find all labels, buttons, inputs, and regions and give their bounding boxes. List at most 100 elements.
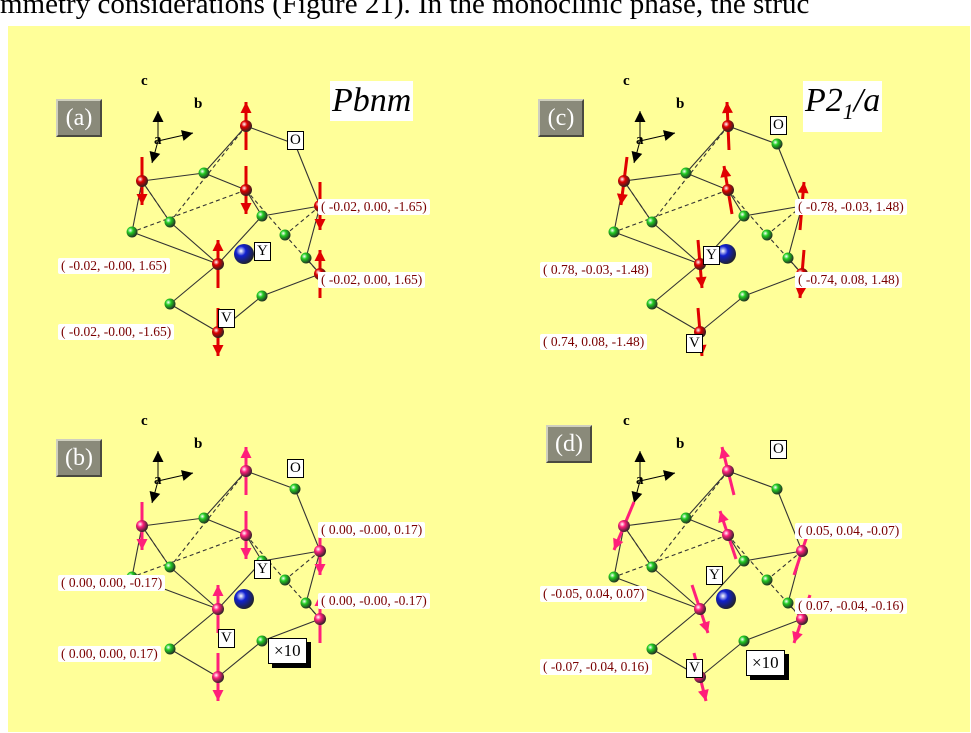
panel-tag-b: (b)	[56, 439, 102, 477]
oxygen-atom	[164, 298, 176, 310]
oxygen-atom	[646, 643, 658, 655]
oxygen-atom	[738, 210, 750, 222]
v-o-bond	[141, 517, 205, 527]
oxygen-atom	[680, 167, 692, 179]
magnetic-moment-arrow-head	[136, 194, 148, 205]
v-o-bond	[203, 517, 247, 536]
yttrium-atom	[716, 244, 736, 264]
a-axis-arrow-head	[631, 490, 643, 503]
magnetic-moment-arrow-head	[240, 447, 252, 458]
oxygen-atom	[608, 571, 620, 583]
magnetic-moment-arrow-head	[212, 690, 224, 701]
vanadium-atom	[314, 545, 326, 557]
oxygen-atom	[198, 512, 210, 524]
v-o-bond	[623, 172, 687, 182]
oxygen-atom	[198, 167, 210, 179]
v-o-bond	[284, 205, 321, 236]
oxygen-atom	[738, 635, 750, 647]
v-o-bond	[743, 618, 803, 642]
v-o-bond	[131, 231, 219, 265]
oxygen-atom	[164, 216, 176, 228]
axis-a-label: a	[154, 472, 162, 488]
scale-factor-badge: ×10	[746, 650, 785, 676]
panel-tag-d: (d)	[546, 425, 592, 463]
yttrium-atom	[716, 589, 736, 609]
v-o-bond	[141, 172, 205, 182]
v-o-bond	[203, 125, 247, 174]
v-o-bond	[613, 189, 729, 233]
yttrium-label: Y	[254, 560, 271, 579]
vanadium-label: V	[218, 309, 235, 328]
oxygen-atom	[646, 216, 658, 228]
oxygen-atom	[279, 229, 291, 241]
a-axis-arrow-head	[631, 150, 643, 163]
vector-label-2: ( -0.05, 0.04, 0.07)	[540, 586, 648, 602]
oxygen-atom	[646, 561, 658, 573]
oxygen-atom	[646, 298, 658, 310]
crystal-structure-a	[126, 102, 326, 356]
oxygen-atom	[738, 555, 750, 567]
vanadium-atom	[694, 603, 706, 615]
axis-c-label: c	[141, 73, 148, 89]
v-o-bond	[727, 125, 778, 145]
v-o-bond	[169, 648, 219, 678]
magnetic-moment-arrow-head	[314, 250, 326, 261]
oxygen-atom	[300, 252, 312, 264]
magnetic-moment-arrow-head	[792, 630, 803, 643]
v-o-bond	[261, 550, 321, 562]
v-o-bond	[623, 525, 653, 568]
vector-label-2: ( 0.78, -0.03, -1.48)	[540, 262, 652, 278]
v-o-bond	[131, 534, 247, 578]
crystal-structure-b	[126, 447, 326, 701]
v-o-bond	[169, 303, 219, 333]
b-axis-arrow-head	[181, 130, 193, 141]
vanadium-atom	[212, 258, 224, 270]
v-o-bond	[217, 215, 263, 265]
scale-factor-badge: ×10	[268, 638, 307, 664]
v-o-bond	[245, 125, 296, 145]
vanadium-atom	[722, 184, 734, 196]
v-o-bond	[261, 618, 321, 642]
a-axis-arrow-head	[149, 150, 161, 163]
magnetic-moment-arrow-head	[797, 182, 809, 194]
oxygen-atom	[300, 597, 312, 609]
v-o-bond	[685, 125, 729, 174]
space-group-label: Pbnm	[330, 81, 414, 121]
vector-label-2: ( 0.00, 0.00, -0.17)	[58, 575, 166, 591]
oxygen-label: O	[287, 131, 304, 150]
v-o-bond	[131, 525, 143, 578]
oxygen-atom	[289, 483, 301, 495]
magnetic-moment-arrow-head	[697, 688, 709, 701]
v-o-bond	[141, 525, 171, 568]
axis-b-label: b	[676, 96, 685, 112]
vanadium-atom	[722, 120, 734, 132]
v-o-bond	[613, 525, 625, 578]
oxygen-atom	[256, 210, 268, 222]
axis-a-label: a	[636, 472, 644, 488]
axis-c-label: c	[141, 413, 148, 429]
v-o-bond	[613, 534, 729, 578]
magnetic-moment-arrow-head	[616, 193, 628, 205]
magnetic-moment-arrow-head	[212, 240, 224, 251]
vanadium-atom	[240, 120, 252, 132]
vector-label-2: ( -0.02, -0.00, 1.65)	[58, 258, 170, 274]
vanadium-atom	[240, 184, 252, 196]
v-o-bond	[699, 560, 745, 610]
vanadium-atom	[240, 465, 252, 477]
vanadium-label: V	[686, 334, 703, 353]
vanadium-atom	[212, 671, 224, 683]
axis-c-label: c	[623, 413, 630, 429]
v-o-bond	[305, 550, 321, 604]
vector-label-4: ( -0.07, -0.04, 0.16)	[540, 659, 652, 675]
v-o-bond	[305, 205, 321, 259]
yttrium-label: Y	[706, 566, 723, 585]
vanadium-atom	[212, 326, 224, 338]
vanadium-atom	[618, 520, 630, 532]
v-o-bond	[284, 550, 321, 581]
v-o-bond	[169, 221, 219, 265]
v-o-bond	[651, 263, 701, 305]
v-o-bond	[743, 205, 803, 217]
space-group-subscript: 1	[842, 98, 854, 124]
yttrium-atom	[234, 589, 254, 609]
vector-label-4: ( -0.02, -0.00, -1.65)	[58, 324, 175, 340]
